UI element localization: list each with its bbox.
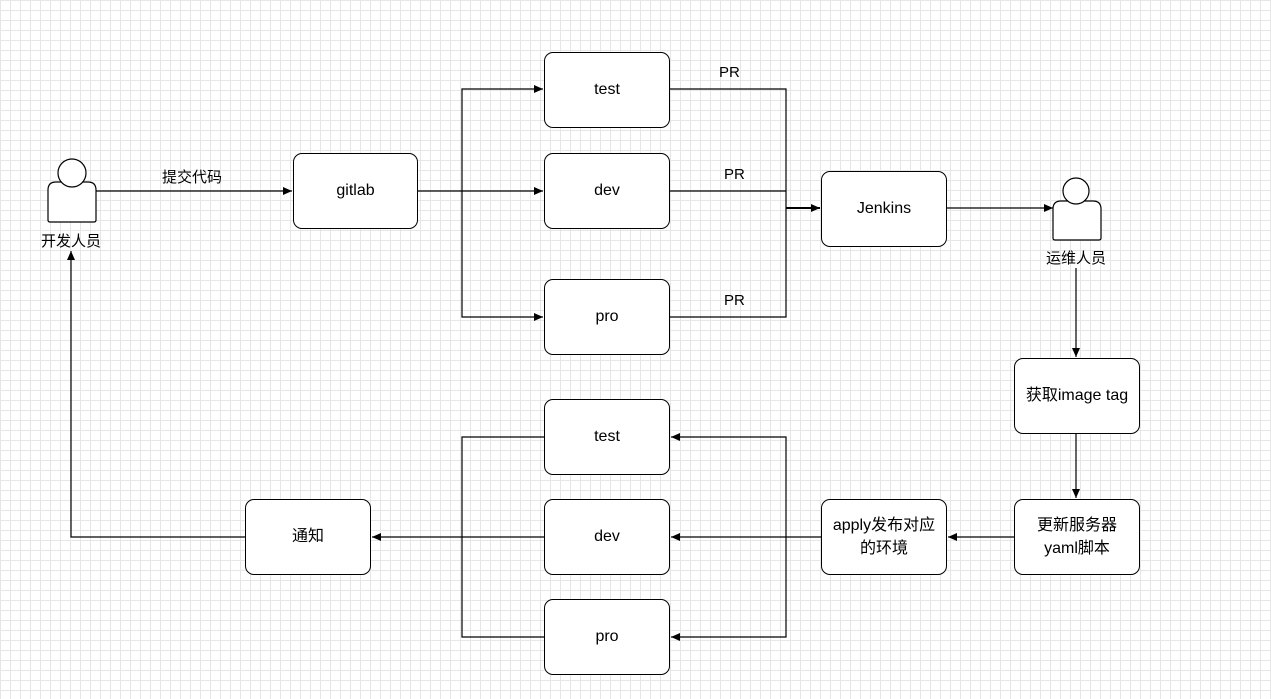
bottom-pro-node[interactable]: pro [544,599,670,675]
pr-label-pro: PR [724,292,745,309]
edge-apply-to-pro [671,537,787,641]
update-yaml-node[interactable]: 更新服务器 yaml脚本 [1014,499,1140,575]
commit-code-label: 提交代码 [162,169,223,186]
top-pro-node[interactable]: pro [544,279,670,355]
get-image-tag-node[interactable]: 获取image tag [1014,358,1140,434]
edge-pro-pr [670,208,787,318]
apply-deploy-node-label-line1: apply发布对应 [832,516,936,534]
top-pro-node-label: pro [595,308,619,326]
edge-gitlab-to-pro [461,191,543,321]
pr-label-test: PR [719,64,740,81]
top-dev-node-label: dev [594,182,620,200]
update-yaml-node-label-line2: yaml脚本 [1044,540,1110,557]
pr-label-dev: PR [724,166,745,183]
edge-gitlab-to-test [461,85,543,191]
update-yaml-node-label-line1: 更新服务器 [1036,516,1117,534]
get-image-tag-node-label: 获取image tag [1025,387,1129,405]
top-test-node[interactable]: test [544,52,670,128]
developer-label: 开发人员 [40,233,102,250]
top-test-node-label: test [594,81,620,99]
gitlab-node[interactable]: gitlab [293,153,418,229]
edge-pro-to-join [461,537,544,638]
notify-node[interactable]: 通知 [245,499,371,575]
bottom-pro-node-label: pro [595,628,619,646]
developer-actor-icon[interactable] [47,158,97,223]
jenkins-node-label: Jenkins [856,200,912,218]
edge-notify-to-developer [67,251,246,538]
jenkins-node[interactable]: Jenkins [821,171,947,247]
bottom-dev-node[interactable]: dev [544,499,670,575]
top-dev-node[interactable]: dev [544,153,670,229]
edge-test-to-join [461,436,544,537]
bottom-dev-node-label: dev [594,528,620,546]
bottom-test-node-label: test [594,428,620,446]
bottom-test-node[interactable]: test [544,399,670,475]
ops-label: 运维人员 [1045,250,1107,267]
edge-apply-to-test [671,433,787,537]
notify-node-label: 通知 [291,528,324,546]
apply-deploy-node[interactable]: apply发布对应 的环境 [821,499,947,575]
edge-test-pr [670,88,787,208]
gitlab-node-label: gitlab [336,182,375,200]
ops-actor-icon[interactable] [1052,177,1102,241]
apply-deploy-node-label-line2: 的环境 [859,540,908,557]
